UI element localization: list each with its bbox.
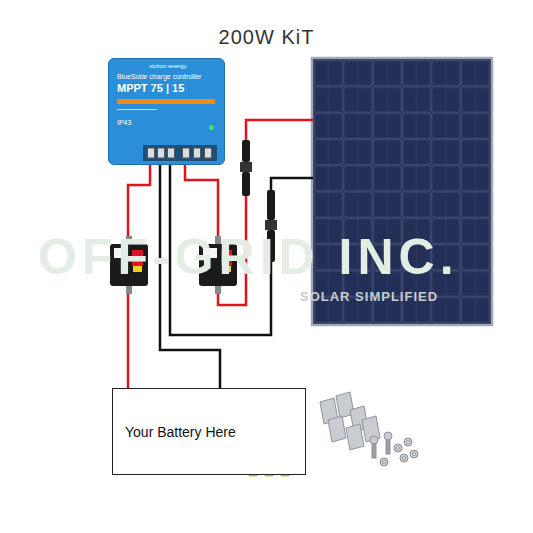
mounting-hardware [394, 444, 402, 452]
screw-terminal [183, 148, 190, 158]
screw-terminal [158, 148, 165, 158]
mc4-connector [240, 140, 277, 262]
certification-icons [117, 109, 157, 117]
mounting-hardware [403, 457, 406, 460]
mounting-hardware [370, 436, 378, 444]
circuit-breaker [114, 248, 128, 258]
circuit-breaker [199, 236, 237, 294]
circuit-breaker [199, 244, 237, 286]
watermark: OFF-GRID INC. [38, 228, 459, 286]
diagram-title: 200W KiT [0, 26, 533, 49]
screw-terminal [148, 148, 155, 158]
solar-positive-wire [185, 120, 313, 305]
solar-positive-wire [246, 120, 313, 140]
solar-panel [312, 58, 492, 325]
circuit-breaker [215, 236, 221, 244]
orange-stripe [117, 99, 215, 104]
circuit-breaker [110, 244, 148, 286]
mounting-hardware [320, 392, 418, 466]
solar-positive-wire [218, 196, 246, 305]
solar-negative-wire [170, 165, 271, 335]
circuit-breaker [203, 248, 217, 258]
charge-controller: victron energyBlueSolar charge controlle… [108, 58, 225, 165]
node-text: IP43 [117, 119, 131, 127]
mounting-hardware [407, 441, 410, 444]
mc4-connector [242, 172, 250, 196]
mounting-hardware [328, 416, 346, 442]
node-label: Your Battery Here [113, 424, 236, 440]
mounting-hardware [404, 438, 412, 446]
mounting-hardware [413, 453, 416, 456]
circuit-breaker [126, 286, 132, 294]
node-label: victron energy [149, 63, 187, 70]
circuit-breaker [110, 236, 148, 294]
mounting-hardware [397, 447, 400, 450]
circuit-breaker [126, 236, 132, 244]
mounting-hardware [346, 424, 364, 450]
node-text: BlueSolar charge controller [117, 73, 201, 81]
mounting-hardware [410, 450, 418, 458]
node-text: MPPT 75 | 15 [117, 82, 184, 94]
solar-panel [314, 60, 490, 323]
solar-positive-wire [185, 165, 218, 242]
mc4-connector [242, 140, 250, 162]
mc4-connector [267, 230, 275, 262]
mounting-hardware [384, 432, 392, 440]
terminal-block [143, 145, 217, 161]
circuit-breaker [221, 250, 232, 266]
circuit-breaker [132, 250, 143, 266]
solar-negative-wire [271, 178, 313, 190]
mc4-connector [240, 162, 252, 172]
circuit-breaker [215, 286, 221, 294]
terminal-block [109, 143, 226, 163]
solar-negative-wire [170, 165, 313, 335]
screw-terminal [168, 148, 175, 158]
mounting-hardware [383, 461, 386, 464]
battery-box: Your Battery Here [112, 388, 306, 475]
screw-terminal [205, 148, 212, 158]
mounting-hardware [400, 454, 408, 462]
watermark-tagline: SOLAR SIMPLIFIED [300, 289, 438, 304]
mounting-hardware [380, 458, 388, 466]
circuit-breaker [222, 266, 231, 272]
solar-panel [312, 58, 492, 325]
status-led [209, 125, 214, 130]
mc4-connector [265, 220, 277, 230]
mc4-connector [267, 190, 275, 220]
circuit-breaker [133, 266, 142, 272]
screw-terminal [194, 148, 201, 158]
